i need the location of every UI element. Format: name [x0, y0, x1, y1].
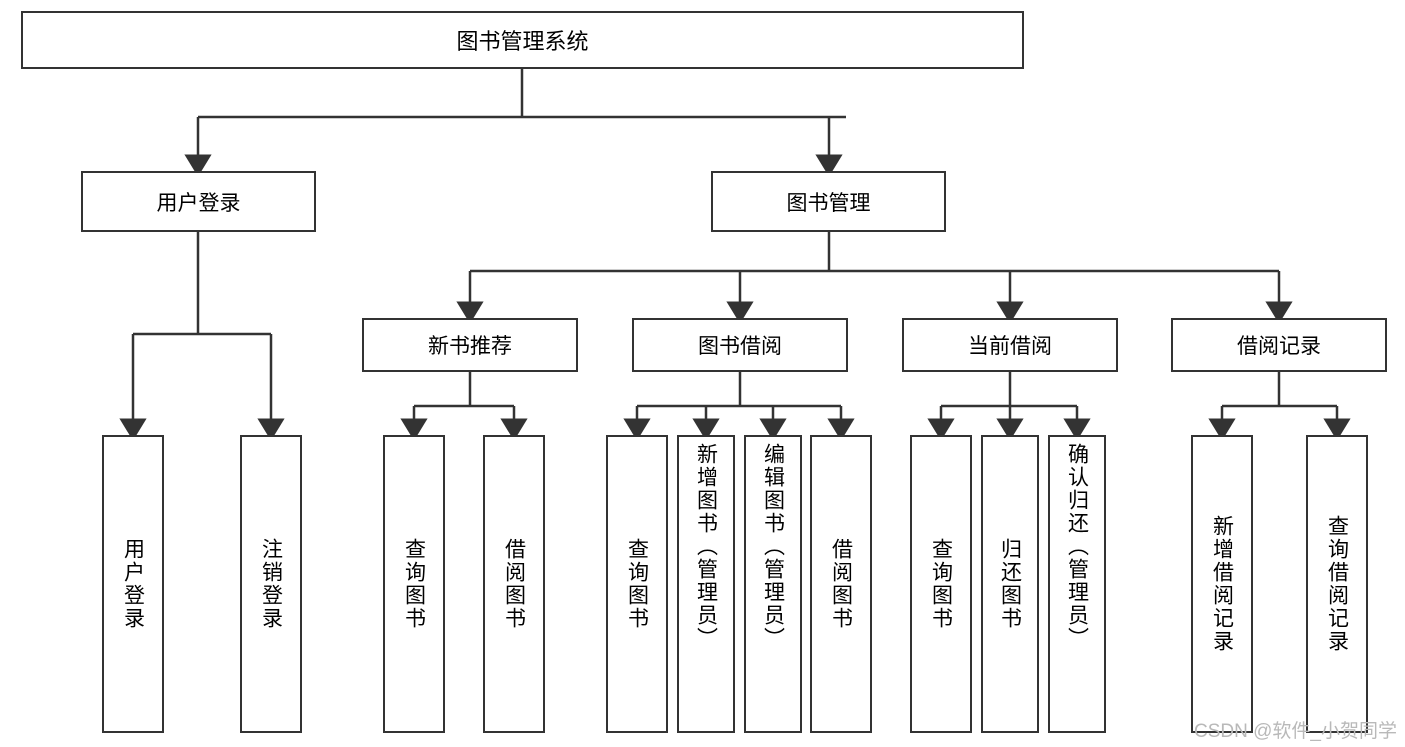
node-label: 归还图书: [998, 538, 1022, 630]
leaf-user-login-login[interactable]: 用户登录: [102, 435, 164, 733]
node-label: 借阅记录: [1237, 335, 1321, 358]
leaf-current-borrow-query-book[interactable]: 查询图书: [910, 435, 972, 733]
leaf-current-borrow-return-book[interactable]: 归还图书: [981, 435, 1039, 733]
node-label: 新增借阅记录: [1210, 515, 1234, 653]
node-label: 新增图书（管理员）: [694, 443, 718, 650]
node-label: 查询图书: [402, 538, 426, 630]
leaf-book-borrow-add-book-admin[interactable]: 新增图书（管理员）: [677, 435, 735, 733]
node-label: 查询图书: [929, 538, 953, 630]
node-label: 用户登录: [121, 538, 145, 630]
node-label: 确认归还（管理员）: [1065, 443, 1089, 650]
node-label: 用户登录: [156, 191, 241, 215]
leaf-book-borrow-query-book[interactable]: 查询图书: [606, 435, 668, 733]
leaf-book-borrow-edit-book-admin[interactable]: 编辑图书（管理员）: [744, 435, 802, 733]
node-label: 图书管理系统: [456, 29, 589, 54]
node-label: 查询借阅记录: [1325, 515, 1349, 653]
node-label: 借阅图书: [502, 538, 526, 630]
node-label: 图书借阅: [698, 335, 782, 358]
node-label: 借阅图书: [829, 538, 853, 630]
leaf-borrow-record-add-record[interactable]: 新增借阅记录: [1191, 435, 1253, 733]
node-label: 新书推荐: [428, 335, 512, 358]
leaf-new-book-borrow-book[interactable]: 借阅图书: [483, 435, 545, 733]
node-root-book-management-system[interactable]: 图书管理系统: [21, 11, 1024, 69]
node-label: 注销登录: [259, 538, 283, 630]
node-label: 图书管理: [786, 191, 871, 215]
node-user-login[interactable]: 用户登录: [81, 171, 316, 232]
node-book-management[interactable]: 图书管理: [711, 171, 946, 232]
node-book-borrow[interactable]: 图书借阅: [632, 318, 848, 372]
node-new-book-recommend[interactable]: 新书推荐: [362, 318, 578, 372]
node-label: 查询图书: [625, 538, 649, 630]
node-label: 编辑图书（管理员）: [761, 443, 785, 650]
node-label: 当前借阅: [968, 335, 1052, 358]
leaf-user-login-logout[interactable]: 注销登录: [240, 435, 302, 733]
leaf-borrow-record-query-record[interactable]: 查询借阅记录: [1306, 435, 1368, 733]
leaf-new-book-query-book[interactable]: 查询图书: [383, 435, 445, 733]
node-borrow-record[interactable]: 借阅记录: [1171, 318, 1387, 372]
leaf-book-borrow-borrow-book[interactable]: 借阅图书: [810, 435, 872, 733]
leaf-current-borrow-confirm-return-admin[interactable]: 确认归还（管理员）: [1048, 435, 1106, 733]
node-current-borrow[interactable]: 当前借阅: [902, 318, 1118, 372]
